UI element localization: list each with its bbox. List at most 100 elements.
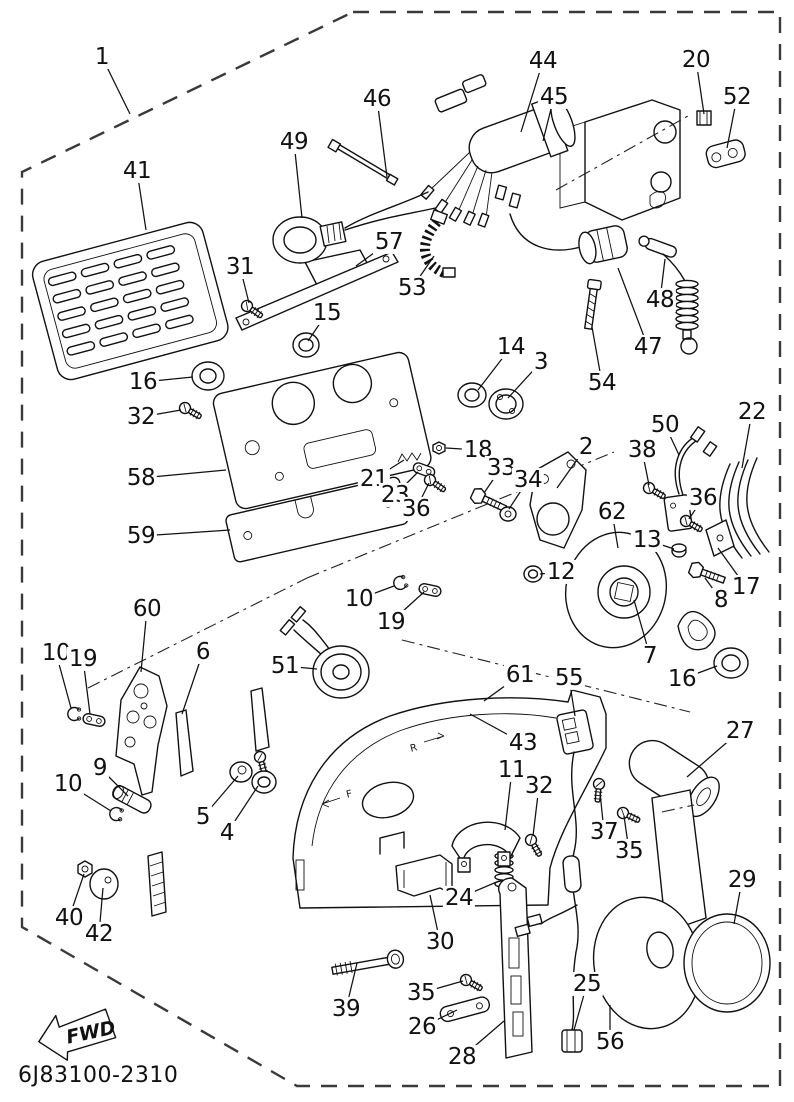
side-bracket <box>147 851 167 917</box>
part-label-44: 44 <box>526 47 560 74</box>
spring-21 <box>397 452 422 463</box>
part-label-55: 55 <box>552 664 586 691</box>
fwd-arrow: FWD <box>38 1008 118 1061</box>
part-label-60: 60 <box>130 595 164 622</box>
part-label-41: 41 <box>120 157 154 184</box>
nut-40 <box>77 860 93 878</box>
part-label-12: 12 <box>544 558 578 585</box>
part-label-22: 22 <box>735 398 769 425</box>
part-label-36: 36 <box>399 495 433 522</box>
sector-bracket-60 <box>115 666 168 796</box>
part-label-19: 19 <box>374 608 408 635</box>
part-label-59: 59 <box>124 522 158 549</box>
part-label-49: 49 <box>277 128 311 155</box>
part-label-25: 25 <box>570 970 604 997</box>
part-label-48: 48 <box>643 286 677 313</box>
part-label-14: 14 <box>494 333 528 360</box>
part-label-35: 35 <box>404 979 438 1006</box>
nut-18 <box>432 441 446 455</box>
part-label-45: 45 <box>537 83 571 110</box>
ring-3 <box>488 388 524 420</box>
part-label-4: 4 <box>217 819 237 846</box>
part-label-24: 24 <box>442 884 476 911</box>
part-label-61: 61 <box>503 661 537 688</box>
part-label-5: 5 <box>193 803 213 830</box>
gasket-7 <box>677 610 716 651</box>
washer-42 <box>89 868 119 900</box>
part-label-19: 19 <box>66 645 100 672</box>
part-label-29: 29 <box>725 866 759 893</box>
cap-13 <box>671 543 687 558</box>
part-label-13: 13 <box>630 526 664 553</box>
part-label-16: 16 <box>665 665 699 692</box>
part-label-43: 43 <box>506 729 540 756</box>
part-label-27: 27 <box>723 717 757 744</box>
part-label-52: 52 <box>720 83 754 110</box>
part-label-30: 30 <box>423 928 457 955</box>
housing-mark-r: R <box>409 742 418 754</box>
ratchet-strip-28 <box>498 877 533 1059</box>
knob-29 <box>683 913 771 1013</box>
part-label-35: 35 <box>612 837 646 864</box>
clip-20 <box>696 110 712 126</box>
drawing-number: 6J83100-2310 <box>18 1063 179 1088</box>
part-label-10: 10 <box>51 770 85 797</box>
part-label-1: 1 <box>92 43 112 70</box>
wire-55 <box>514 709 594 1053</box>
hose-50 <box>663 426 718 532</box>
control-box-outline <box>559 99 681 221</box>
part-label-28: 28 <box>445 1043 479 1070</box>
blade-6b <box>250 687 270 752</box>
grille-panel <box>31 221 229 381</box>
part-label-31: 31 <box>223 253 257 280</box>
part-label-26: 26 <box>405 1013 439 1040</box>
part-label-46: 46 <box>360 85 394 112</box>
grommet-4 <box>251 770 277 794</box>
bracket-52 <box>705 139 746 169</box>
grommet-16-right <box>713 647 749 679</box>
part-label-54: 54 <box>585 369 619 396</box>
screw-54 <box>583 278 602 330</box>
part-label-53: 53 <box>395 274 429 301</box>
part-label-20: 20 <box>679 46 713 73</box>
lanyard-assembly <box>578 225 699 355</box>
washer-14 <box>457 382 487 408</box>
control-lever-27 <box>592 739 771 1030</box>
housing-mark-f: F <box>345 789 353 801</box>
part-label-9: 9 <box>90 754 110 781</box>
part-label-47: 47 <box>631 333 665 360</box>
part-label-39: 39 <box>329 995 363 1022</box>
part-label-36: 36 <box>686 484 720 511</box>
part-label-38: 38 <box>625 436 659 463</box>
part-label-10: 10 <box>342 585 376 612</box>
corrugated-tube-53 <box>419 209 456 278</box>
part-label-51: 51 <box>268 652 302 679</box>
grommet-12 <box>523 565 543 583</box>
part-label-32: 32 <box>124 403 158 430</box>
grommet-16-left <box>191 361 225 391</box>
part-label-40: 40 <box>52 904 86 931</box>
part-label-62: 62 <box>595 498 629 525</box>
part-label-11: 11 <box>495 756 529 783</box>
diagram-border <box>20 10 782 1088</box>
drum-51 <box>279 606 370 699</box>
part-label-34: 34 <box>511 466 545 493</box>
washer-5 <box>229 761 253 783</box>
plate-26 <box>439 996 491 1023</box>
half-moon-11 <box>451 821 521 873</box>
part-label-56: 56 <box>593 1028 627 1055</box>
part-label-58: 58 <box>124 464 158 491</box>
part-label-2: 2 <box>576 433 596 460</box>
part-label-7: 7 <box>640 642 660 669</box>
part-label-15: 15 <box>310 299 344 326</box>
washer-34 <box>499 506 517 522</box>
part-label-6: 6 <box>193 638 213 665</box>
part-label-42: 42 <box>82 920 116 947</box>
rod-46 <box>327 138 399 186</box>
blade-6 <box>175 709 194 777</box>
knob-49 <box>272 206 441 264</box>
part-label-50: 50 <box>648 411 682 438</box>
wedge-17 <box>705 519 735 557</box>
